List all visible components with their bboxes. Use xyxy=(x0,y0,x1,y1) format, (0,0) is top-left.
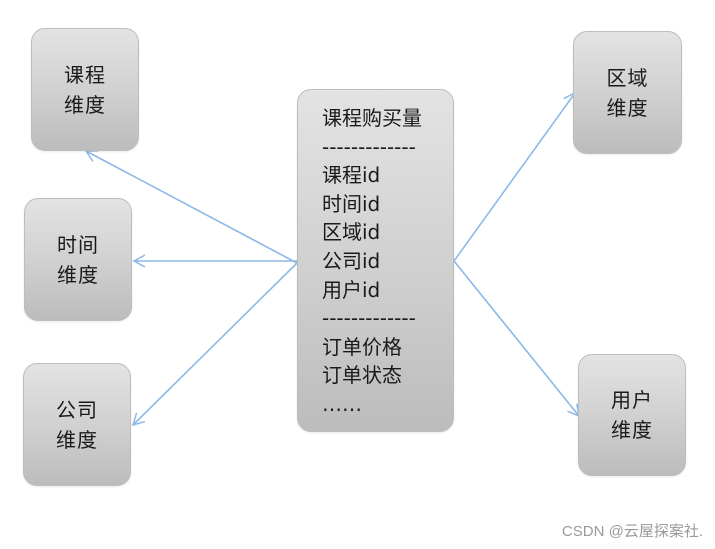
fact-field: 公司id xyxy=(322,248,381,273)
fact-measure: 订单价格 xyxy=(322,334,402,359)
watermark: CSDN @云屋探案社. xyxy=(561,523,703,540)
fact-field: 用户id xyxy=(322,277,381,302)
dim-region-label: 区域 维度 xyxy=(606,65,649,120)
dim-course-label: 课程 维度 xyxy=(64,62,106,117)
fact-field: 课程id xyxy=(322,163,381,188)
fact-measure: 订单状态 xyxy=(322,363,402,388)
fact-table-box: 课程购买量 ------------- 课程id 时间id 区域id 公司id … xyxy=(297,89,454,432)
fact-separator: ------------- xyxy=(322,134,416,159)
dim-company-box: 公司 维度 xyxy=(23,363,131,486)
fact-title: 课程购买量 xyxy=(322,106,422,130)
fact-table-fields: 课程购买量 ------------- 课程id 时间id 区域id 公司id … xyxy=(322,104,422,419)
edge-to-region xyxy=(453,91,576,262)
dim-company-label: 公司 维度 xyxy=(56,397,98,452)
edge-to-course xyxy=(84,150,298,264)
fact-separator: ------------- xyxy=(322,306,416,331)
fact-field: 区域id xyxy=(322,220,381,245)
fact-field: 时间id xyxy=(322,191,381,216)
dim-user-box: 用户 维度 xyxy=(578,354,686,476)
dim-time-label: 时间 维度 xyxy=(57,232,99,287)
dim-user-label: 用户 维度 xyxy=(611,388,653,442)
edge-to-company xyxy=(131,262,298,427)
dim-region-box: 区域 维度 xyxy=(573,31,682,154)
edge-to-user xyxy=(453,260,580,418)
dim-course-box: 课程 维度 xyxy=(31,28,139,151)
fact-more: …… xyxy=(322,391,362,416)
dim-time-box: 时间 维度 xyxy=(24,198,132,321)
